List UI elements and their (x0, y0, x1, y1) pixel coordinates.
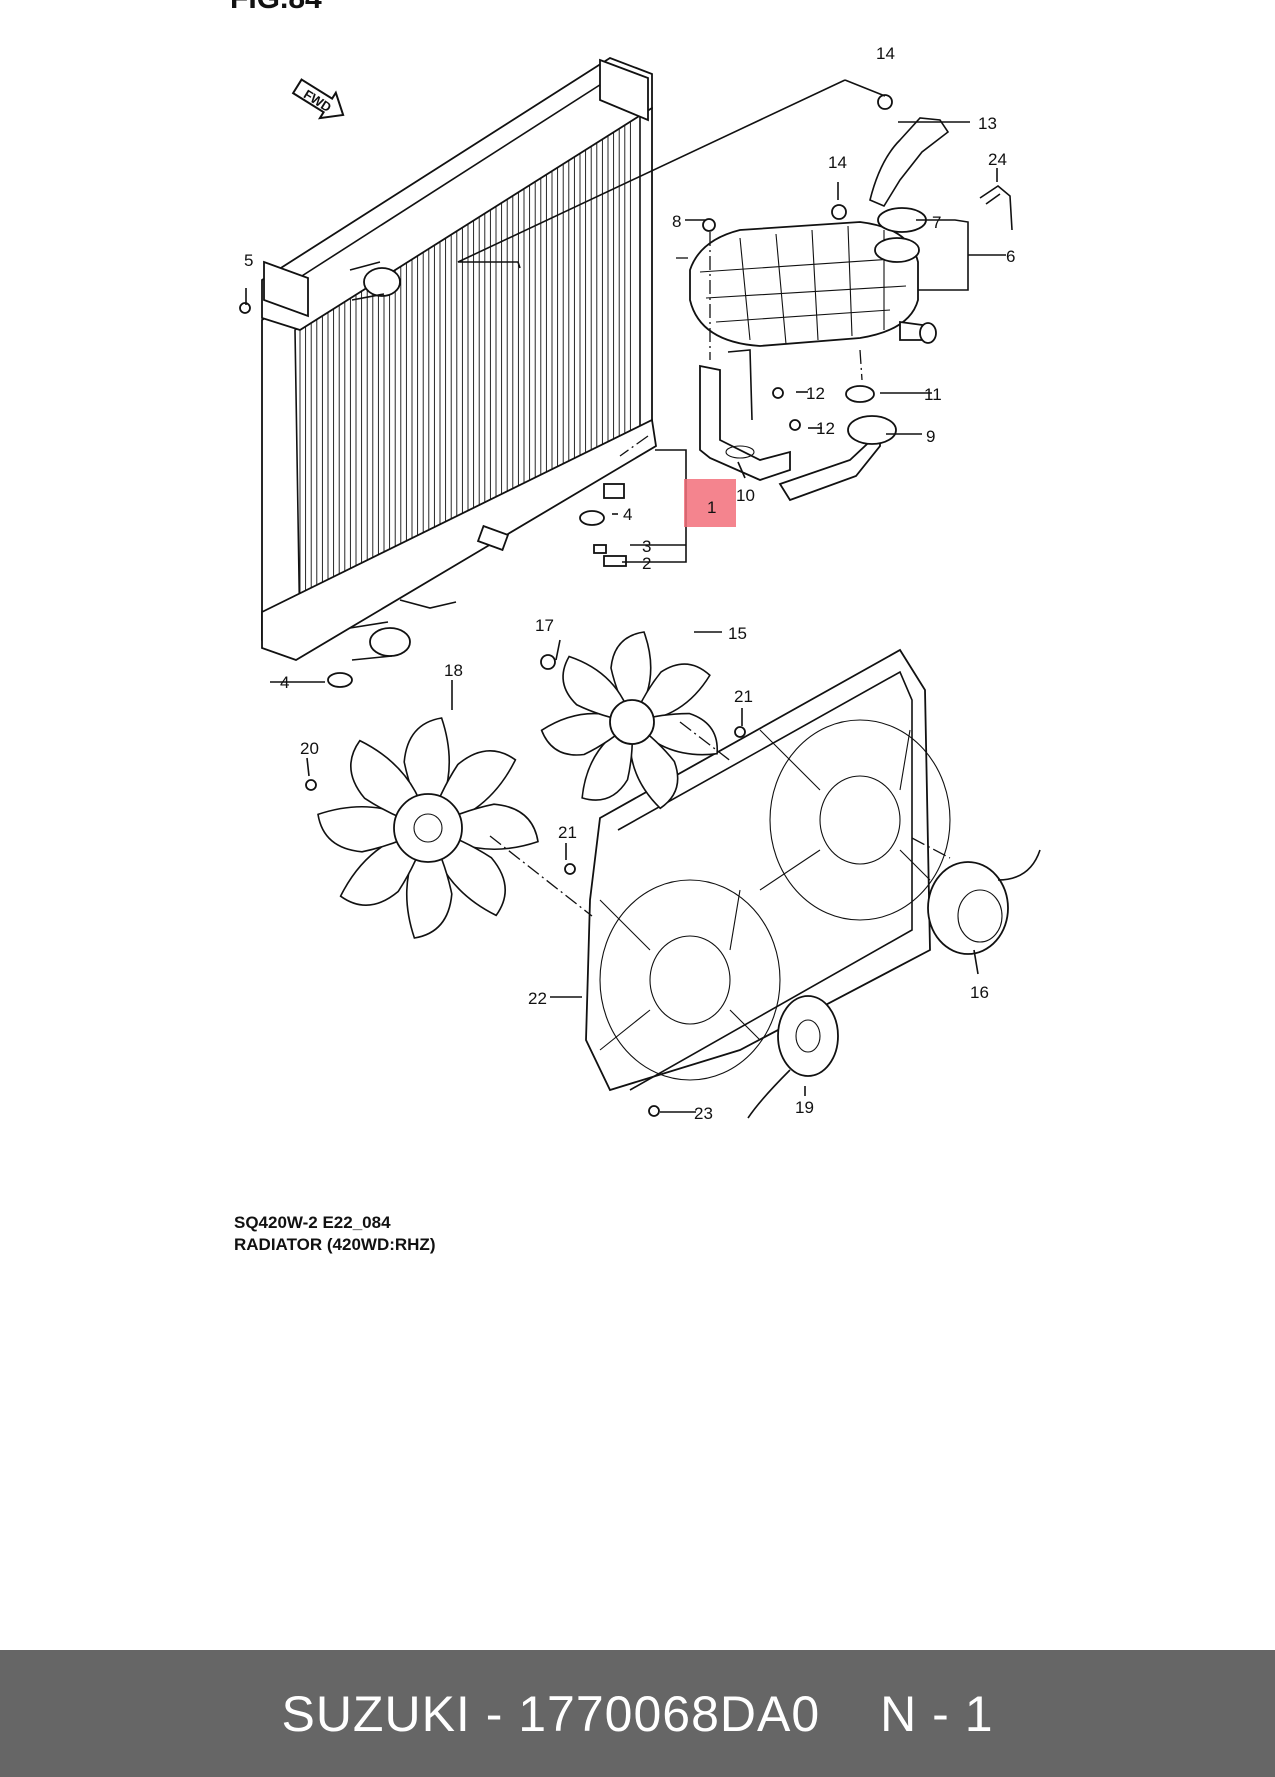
reservoir-tank (689, 207, 937, 347)
callout-13: 13 (978, 114, 997, 133)
callout-numbers: 1 2 3 4 4 5 6 7 8 9 10 11 12 12 13 14 14… (244, 44, 1015, 1123)
fan-blade-18 (317, 717, 539, 939)
bracket-9 (778, 415, 897, 502)
fan-blade (629, 720, 679, 810)
callout-11: 11 (924, 385, 942, 404)
callout-21b: 21 (558, 823, 577, 842)
callout-19: 19 (795, 1098, 814, 1117)
fan-motor-16 (927, 849, 1041, 955)
fan-blade (581, 720, 634, 801)
callout-6: 6 (1006, 247, 1015, 266)
callout-24: 24 (988, 150, 1007, 169)
callout-22: 22 (528, 989, 547, 1008)
callout-1: 1 (707, 498, 716, 517)
callout-14b: 14 (828, 153, 847, 172)
callout-12b: 12 (816, 419, 835, 438)
fasteners (239, 94, 893, 1117)
callout-4a: 4 (623, 505, 632, 524)
fan-blade (562, 655, 634, 723)
callout-2: 2 (642, 554, 651, 573)
callout-23: 23 (694, 1104, 713, 1123)
highlight-part-1 (684, 479, 736, 527)
callout-17: 17 (535, 616, 554, 635)
footer-part-number: SUZUKI - 1770068DA0 (281, 1685, 821, 1742)
fan-blade-15 (540, 631, 718, 810)
footer-bar: SUZUKI - 1770068DA0 N - 1 (0, 1650, 1275, 1777)
callout-18: 18 (444, 661, 463, 680)
callout-21a: 21 (734, 687, 753, 706)
footer-position: N - 1 (880, 1685, 994, 1742)
figure-caption: SQ420W-2 E22_084 RADIATOR (420WD:RHZ) (234, 1212, 435, 1256)
callout-15: 15 (728, 624, 747, 643)
callout-20: 20 (300, 739, 319, 758)
figure-title-fragment: FIG.84 (230, 0, 322, 15)
fan-motor-19 (747, 995, 839, 1119)
fan-blade (630, 663, 711, 723)
fwd-arrow-icon: FWD (291, 78, 345, 120)
callout-5: 5 (244, 251, 253, 270)
callout-9: 9 (926, 427, 935, 446)
parts-diagram: FIG.84 FWD (230, 0, 1041, 1123)
callout-14a: 14 (876, 44, 895, 63)
callout-12a: 12 (806, 384, 825, 403)
grommet-11 (845, 385, 875, 403)
callout-7: 7 (932, 213, 941, 232)
figure-title: RADIATOR (420WD:RHZ) (234, 1235, 436, 1254)
callout-3: 3 (642, 537, 651, 556)
callout-8: 8 (672, 212, 681, 231)
leader-lines (245, 79, 1006, 1113)
callout-10: 10 (736, 486, 755, 505)
fan-shroud (585, 648, 951, 1092)
figure-code: SQ420W-2 E22_084 (234, 1213, 391, 1232)
radiator-exploded-view: FIG.84 FWD (230, 0, 1041, 1123)
radiator-core (261, 56, 657, 661)
callout-16: 16 (970, 983, 989, 1002)
bracket-10 (699, 349, 791, 481)
callout-4b: 4 (280, 673, 289, 692)
